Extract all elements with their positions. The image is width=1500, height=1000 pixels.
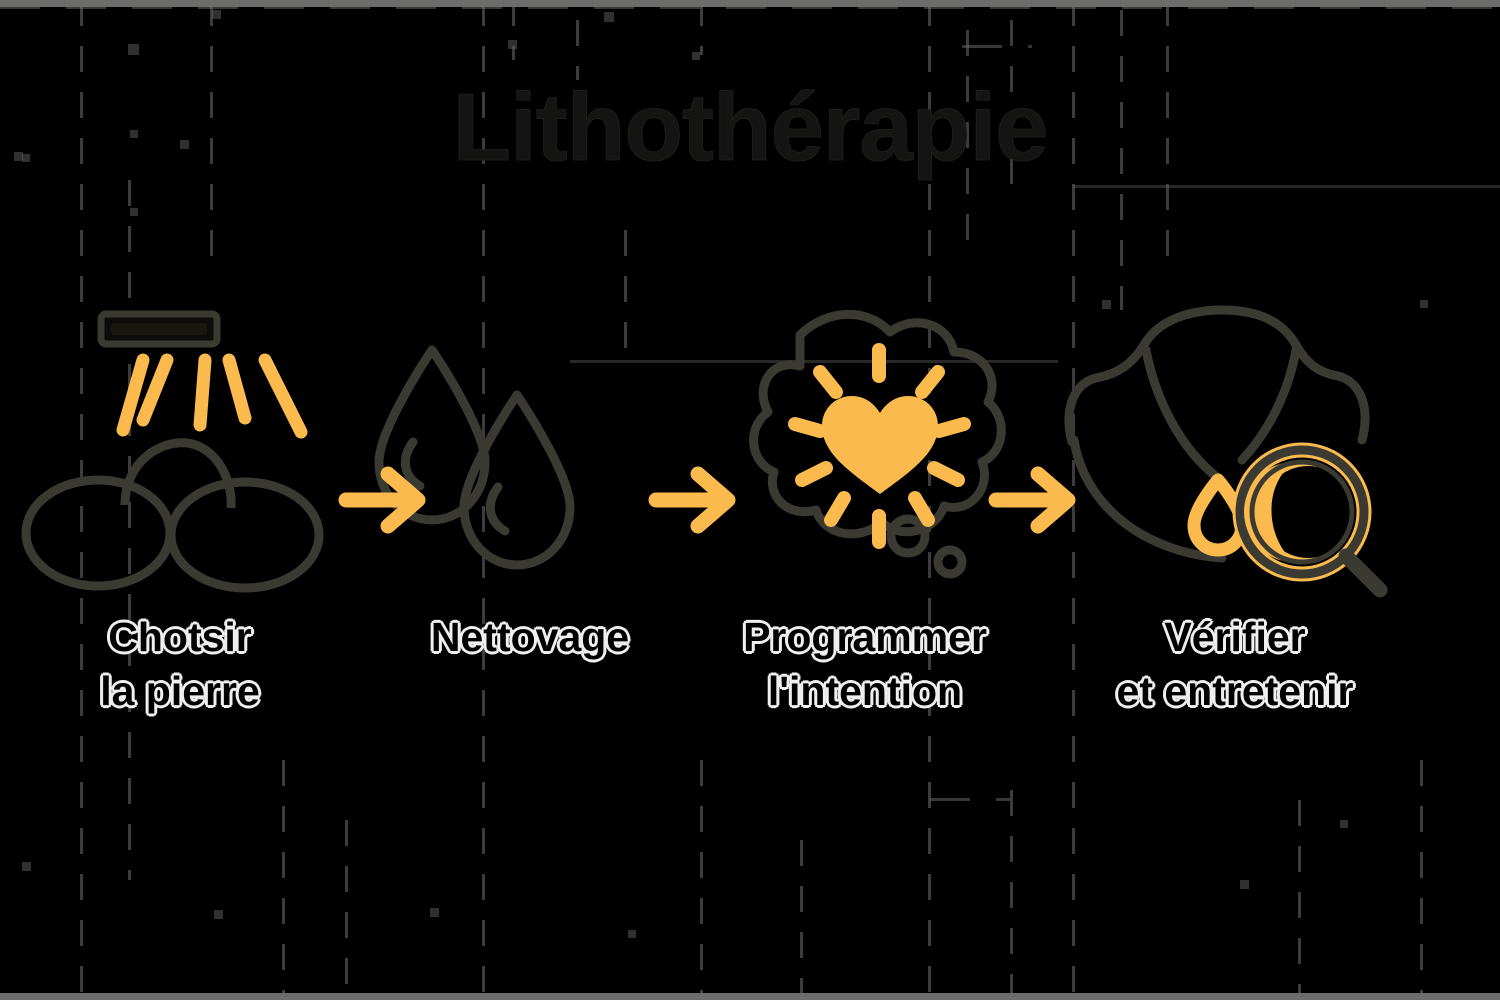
step-3-label-line1: Programmer — [743, 614, 987, 660]
water-drop-small-highlight — [485, 482, 510, 536]
grid-hline — [962, 45, 1032, 48]
step-2-label-line1: Nettovage — [430, 614, 630, 660]
grid-vline — [282, 760, 285, 1000]
step-4: Vérifier et entretenir — [1064, 290, 1400, 760]
grid-vline — [1010, 790, 1013, 1000]
grid-dot — [692, 52, 700, 60]
water-drops-icon — [365, 290, 695, 600]
thought-bubble-dot-large — [886, 514, 930, 558]
step-1-label-line1: Chotsir — [108, 614, 252, 660]
grid-dot — [212, 10, 221, 19]
stones-icon — [21, 438, 324, 593]
step-3-label-line2: l'intention — [767, 668, 963, 715]
necklace-chain-icon — [1141, 345, 1223, 483]
grid-dot — [214, 910, 223, 919]
page-title: Lithothérapie — [452, 74, 1049, 181]
magnifier-icon — [1232, 442, 1388, 598]
necklace-drape-icon — [1069, 435, 1227, 563]
light-rays-icon — [116, 353, 308, 439]
step-4-label-line2: et entretenir — [1116, 668, 1354, 715]
light-bar-icon — [97, 310, 221, 348]
grid-hline — [1072, 185, 1500, 188]
magnifier-handle-icon — [1338, 548, 1388, 598]
step-3: Programmer l'intention — [700, 290, 1030, 760]
water-drop-large-highlight — [400, 437, 425, 491]
heart-icon — [822, 396, 938, 494]
grid-hline — [0, 6, 1500, 9]
grid-dot — [130, 208, 138, 216]
water-drop-small-icon — [459, 390, 575, 570]
grid-vline — [800, 840, 803, 1000]
shirt-collar-icon — [1139, 305, 1370, 445]
step-3-label: Programmer l'intention — [700, 610, 1030, 718]
top-edge-band — [0, 0, 1500, 7]
shirt-collar-left-icon — [1064, 340, 1149, 447]
step-1-label-line2: la pierre — [100, 668, 260, 715]
water-drop-large-icon — [374, 345, 490, 525]
step-1: Chotsir la pierre — [15, 290, 345, 760]
grid-vline — [700, 760, 703, 1000]
grid-dot — [1240, 880, 1249, 889]
grid-vline — [512, 0, 515, 60]
necklace-chain-right-icon — [1237, 345, 1301, 465]
grid-dot — [1340, 820, 1348, 828]
step-2-label: Nettovage — [365, 610, 695, 664]
step-4-label: Vérifier et entretenir — [1070, 610, 1400, 718]
thought-bubble-dot-small — [933, 545, 967, 579]
grid-dot — [22, 862, 31, 871]
step-1-label: Chotsir la pierre — [15, 610, 345, 718]
arrow-step1-to-step2 — [338, 460, 435, 534]
steps-row: Chotsir la pierre Nettovage — [0, 290, 1500, 760]
sun-rays-icon — [788, 343, 971, 549]
grid-dot — [128, 44, 139, 55]
arrow-step2-to-step3 — [648, 460, 745, 534]
grid-dot — [430, 908, 439, 917]
grid-vline — [700, 0, 703, 55]
grid-hline — [930, 798, 1010, 801]
step-4-label-line1: Vérifier — [1164, 614, 1306, 660]
thought-bubble-heart-sun-icon — [700, 290, 1030, 600]
necklace-magnifier-icon — [1064, 290, 1400, 600]
grid-dot — [604, 12, 614, 22]
grid-vline — [345, 820, 348, 1000]
thought-bubble-icon — [749, 309, 1006, 539]
arrow-step3-to-step4 — [988, 460, 1085, 534]
grid-vline — [576, 20, 579, 80]
bottom-edge-band — [0, 993, 1500, 1000]
grid-dot — [628, 930, 636, 938]
grid-dot — [508, 40, 517, 49]
grid-vline — [1298, 800, 1301, 1000]
step-2: Nettovage — [365, 290, 695, 760]
grid-vline — [1420, 760, 1423, 1000]
stones-under-light-icon — [15, 290, 345, 600]
